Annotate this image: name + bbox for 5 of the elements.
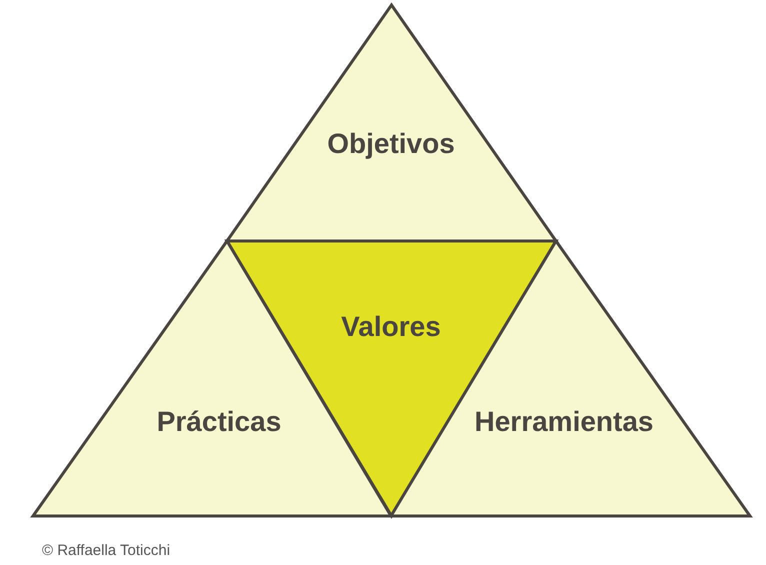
- triangle-label: Objetivos: [327, 130, 455, 158]
- triangle-label: Valores: [341, 313, 441, 341]
- triangle-label: Prácticas: [156, 408, 282, 436]
- triangle-label: Herramientas: [474, 408, 654, 436]
- credit-note: © Raffaella Toticchi: [42, 541, 170, 561]
